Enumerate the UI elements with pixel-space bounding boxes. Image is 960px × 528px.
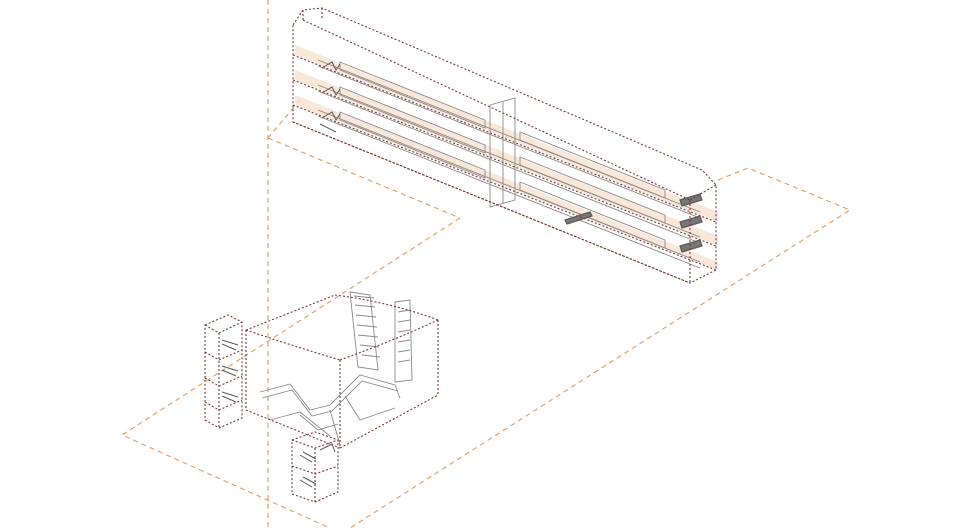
lower-stair-block [245, 291, 439, 449]
escalators [259, 291, 413, 446]
left-stair-tower [204, 314, 243, 429]
left-stair-glyphs [319, 61, 341, 133]
right-stair-glyphs [564, 193, 703, 253]
lower-envelope [245, 294, 439, 449]
site-guide-lines [120, 0, 852, 528]
upper-platform-block [292, 7, 718, 284]
platform-tracks [317, 59, 701, 269]
bottom-stair-tower [291, 431, 339, 503]
upper-envelope [292, 7, 717, 284]
